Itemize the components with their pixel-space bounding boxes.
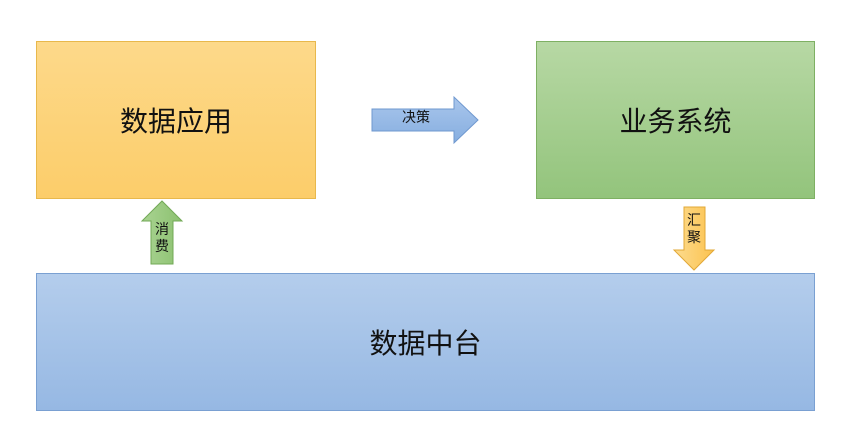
aggregate-arrow-shape: [672, 206, 716, 271]
decision-arrow-shape: [371, 95, 479, 145]
decision-arrow-label: 决策: [402, 110, 430, 126]
data-middle-platform-box: 数据中台: [36, 273, 815, 411]
aggregate-arrow: [672, 206, 716, 271]
decision-arrow: [371, 95, 479, 145]
business-system-box: 业务系统: [536, 41, 815, 199]
business-system-label: 业务系统: [619, 105, 732, 138]
consume-arrow: [140, 200, 184, 265]
aggregate-arrow-label: 汇聚: [687, 213, 701, 246]
data-middle-platform-label: 数据中台: [369, 327, 482, 360]
data-application-box: 数据应用: [36, 41, 316, 199]
consume-arrow-shape: [140, 200, 184, 265]
data-application-label: 数据应用: [119, 105, 232, 138]
consume-arrow-label: 消费: [155, 222, 169, 255]
